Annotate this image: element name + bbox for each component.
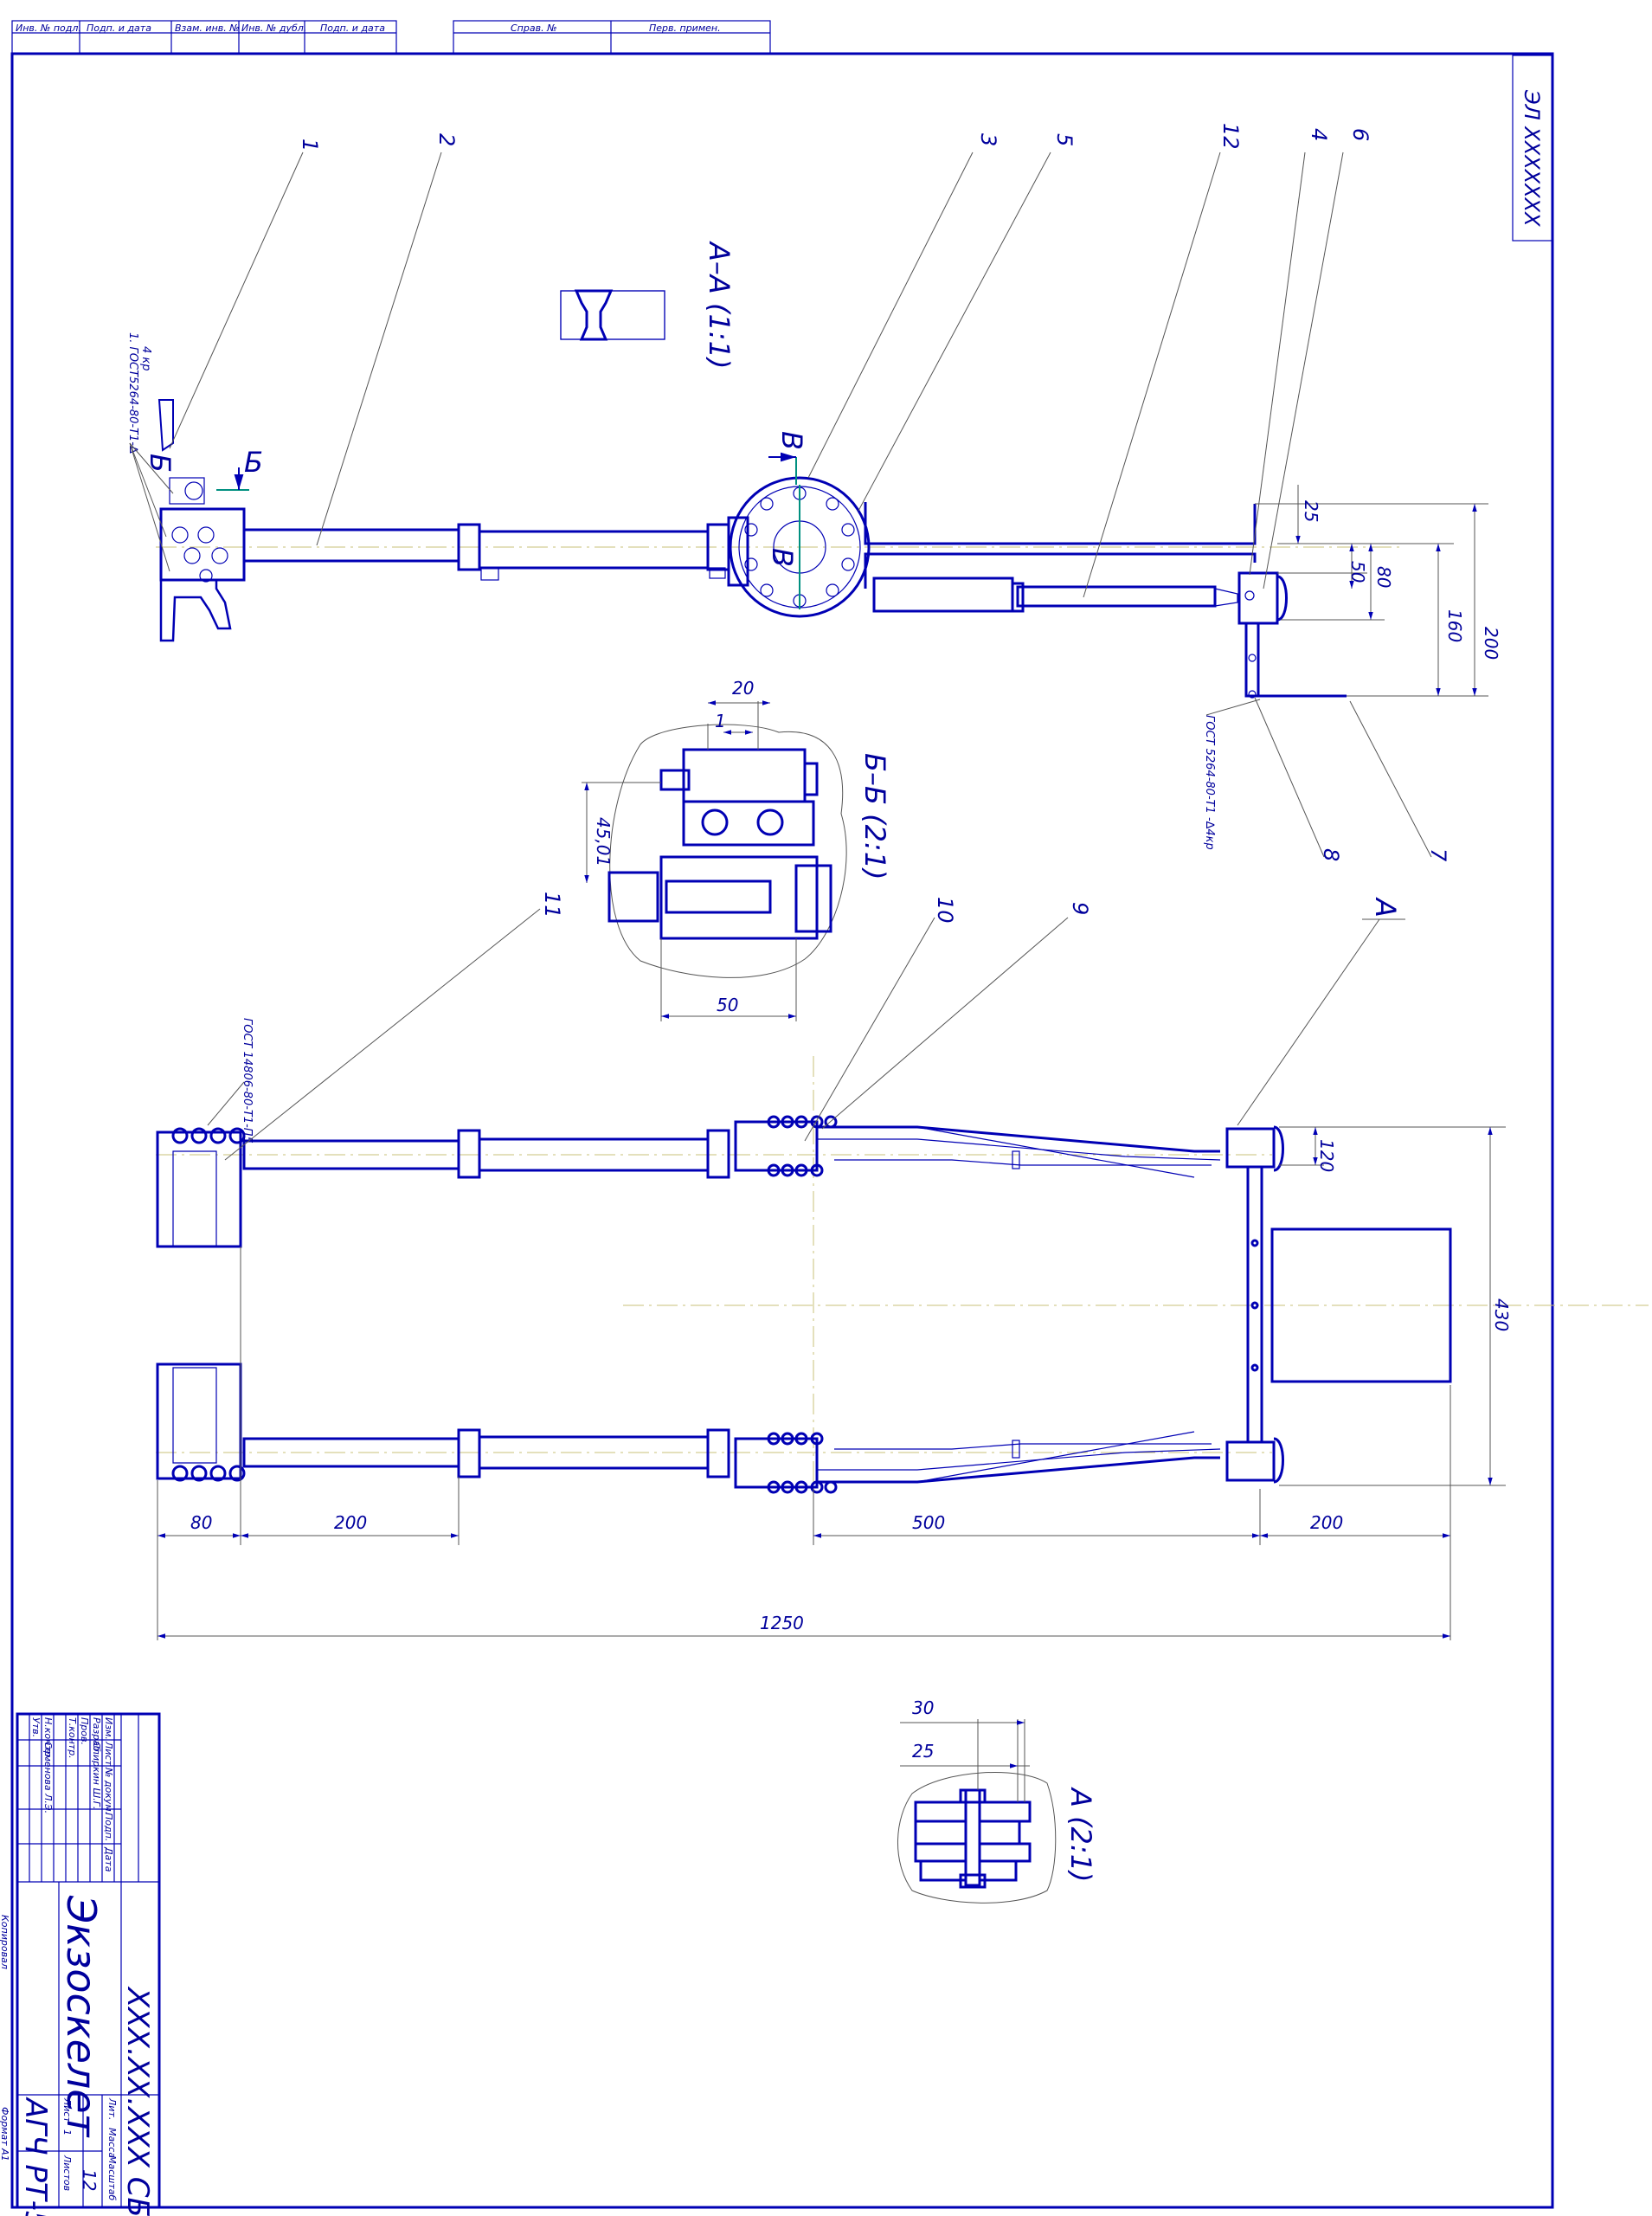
dim-25-a: 25 <box>912 1741 934 1762</box>
tb-role-5: Утв. <box>30 1717 42 1737</box>
dim-80-bottom: 80 <box>190 1512 212 1533</box>
plan-dims: 120 430 80 200 500 200 1250 <box>157 1126 1512 1640</box>
cut-mark-v-2: В <box>766 548 799 567</box>
tb-copied: Копировал <box>0 1915 10 1969</box>
stamp-col-3: Взам. инв. № <box>175 23 240 34</box>
view-a: 30 25 А (2:1) <box>897 1697 1097 1904</box>
tb-org: АГЧ РТ-51 <box>18 2097 53 2216</box>
callouts: 1 2 3 5 12 4 6 8 7 11 10 9 А <box>169 123 1450 1161</box>
tb-role-4: Н.контр. <box>42 1717 54 1760</box>
tb-doc-number: XXX.XX.XXX СБ <box>120 1986 155 2216</box>
doc-code-box: ЭЛ XXXXXXX <box>1512 55 1553 242</box>
callout-2: 2 <box>434 133 459 146</box>
callout-7: 7 <box>1426 848 1450 862</box>
dim-20: 20 <box>732 678 754 699</box>
plan-view: 120 430 80 200 500 200 1250 ГОСТ 14806-8… <box>156 1018 1649 1640</box>
weld-note-2: ГОСТ 5264-80-Т1 -∆4кр <box>1203 715 1216 850</box>
callout-8: 8 <box>1319 848 1343 861</box>
tb-row-5: Дата <box>103 1846 114 1872</box>
tb-role-2: Пров. <box>79 1717 90 1745</box>
doc-code-rotated: ЭЛ XXXXXXX <box>1520 89 1544 227</box>
callout-10: 10 <box>933 897 957 924</box>
dim-430: 430 <box>1491 1298 1512 1331</box>
cut-mark-b-2: Б <box>144 454 177 473</box>
stamp-col-7: Перв. примен. <box>649 23 721 34</box>
stamp-col-4: Инв. № дубл. <box>241 23 306 34</box>
dim-45-01: 45,01 <box>593 817 614 866</box>
tb-row-1: Изм. <box>103 1717 114 1740</box>
tb-name-2: Семенова Л.Э. <box>42 1742 54 1813</box>
dim-200: 200 <box>1481 627 1501 660</box>
cut-mark-v-1: В <box>775 431 808 450</box>
callout-5: 5 <box>1052 133 1077 146</box>
cut-mark-b-1: Б <box>244 446 263 479</box>
tb-row-2: Лист <box>103 1741 114 1766</box>
dim-500: 500 <box>912 1512 945 1533</box>
dim-80: 80 <box>1373 566 1394 588</box>
tb-name-1: Спиркин Ш.Г. <box>91 1742 102 1809</box>
tb-role-1: Разраб. <box>91 1717 102 1755</box>
weld-note-1: 1. ГОСТ5264-80-Т1-∆ <box>126 332 139 454</box>
callout-1: 1 <box>298 138 322 151</box>
tb-row-4: Подп. <box>103 1813 114 1841</box>
dim-200-bottom-2: 200 <box>1310 1512 1343 1533</box>
section-bb: 20 1 45,01 50 Б–Б (2:1) <box>582 678 891 1021</box>
side-dims: 25 50 80 160 200 <box>1255 485 1501 697</box>
stamp-col-1: Инв. № подл. <box>16 23 81 34</box>
callout-6: 6 <box>1348 128 1372 141</box>
tb-sheets-value: 12 <box>79 2169 100 2191</box>
tb-sheet-value: 1 <box>61 2129 73 2135</box>
tb-product-name: Экзоскелет <box>58 1895 105 2138</box>
dim-120: 120 <box>1316 1139 1337 1172</box>
stamp-col-6: Справ. № <box>511 23 557 34</box>
sheet-border <box>10 52 1554 2209</box>
dim-30: 30 <box>912 1697 934 1718</box>
view-title-aa: А–А (1:1) <box>703 241 736 369</box>
dim-50: 50 <box>1347 561 1368 583</box>
title-block: Изм. Лист № докум. Подп. Дата Разраб. Пр… <box>0 1712 161 2216</box>
tb-format: Формат А1 <box>0 2107 10 2161</box>
weld-note-3: ГОСТ 14806-80-Т1-П5 <box>241 1018 254 1143</box>
tb-sheet-label: Лист <box>61 2097 73 2123</box>
weld-note-1b: 4 кр <box>139 346 152 371</box>
side-view: Б Б В В <box>126 332 1501 850</box>
callout-12: 12 <box>1218 123 1243 150</box>
view-title-a: А (2:1) <box>1064 1787 1097 1883</box>
stamp-col-5: Подп. и дата <box>320 23 385 34</box>
dim-1: 1 <box>715 711 726 731</box>
stamp-col-2: Подп. и дата <box>87 23 151 34</box>
callout-11: 11 <box>540 892 564 918</box>
dim-1250: 1250 <box>760 1613 804 1633</box>
tb-mass: Масса <box>106 2128 118 2158</box>
callout-4: 4 <box>1307 128 1331 141</box>
tb-row-3: № докум. <box>103 1767 114 1814</box>
callout-9: 9 <box>1068 902 1092 915</box>
tb-lit: Лит. <box>106 2097 118 2120</box>
dim-200-bottom-1: 200 <box>334 1512 367 1533</box>
dim-50-bb: 50 <box>717 995 738 1015</box>
tb-role-3: Т.контр. <box>67 1717 78 1759</box>
dim-25: 25 <box>1301 500 1321 522</box>
section-aa: А–А (1:1) <box>560 241 736 369</box>
tb-sheets-label: Листов <box>61 2155 73 2191</box>
dim-160: 160 <box>1444 609 1465 642</box>
tb-scale: Масштаб <box>106 2155 118 2200</box>
view-title-bb: Б–Б (2:1) <box>858 753 891 880</box>
cut-mark-a: А <box>1369 897 1402 918</box>
top-stamp: Инв. № подл. Подп. и дата Взам. инв. № И… <box>11 20 771 55</box>
callout-3: 3 <box>976 133 1000 146</box>
